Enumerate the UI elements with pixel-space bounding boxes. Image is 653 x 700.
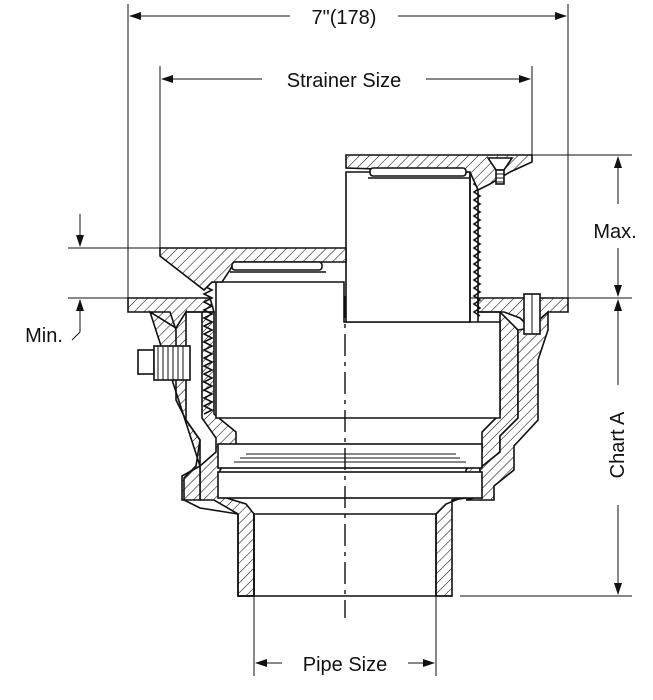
inner-sleeve — [202, 171, 501, 419]
chart-a-dimension: Chart A — [460, 299, 632, 597]
min-dimension: Min. — [25, 214, 200, 347]
side-fitting — [137, 345, 191, 381]
overall-width-dimension: 7"(178) — [127, 4, 569, 300]
strainer-set-screw — [486, 157, 514, 185]
strainer-size-label: Strainer Size — [287, 70, 402, 92]
strainer-max-position — [345, 154, 533, 192]
drain-body — [127, 293, 569, 597]
pipe-size-dimension: Pipe Size — [253, 596, 437, 676]
pipe-size-label: Pipe Size — [303, 654, 388, 676]
max-label: Max. — [593, 221, 636, 243]
min-label: Min. — [25, 325, 63, 347]
overall-width-label: 7"(178) — [312, 7, 377, 29]
chart-a-label: Chart A — [607, 411, 629, 478]
strainer-size-dimension: Strainer Size — [159, 66, 533, 250]
strainer-min-position — [159, 247, 347, 292]
pipe-outlet — [238, 514, 452, 597]
